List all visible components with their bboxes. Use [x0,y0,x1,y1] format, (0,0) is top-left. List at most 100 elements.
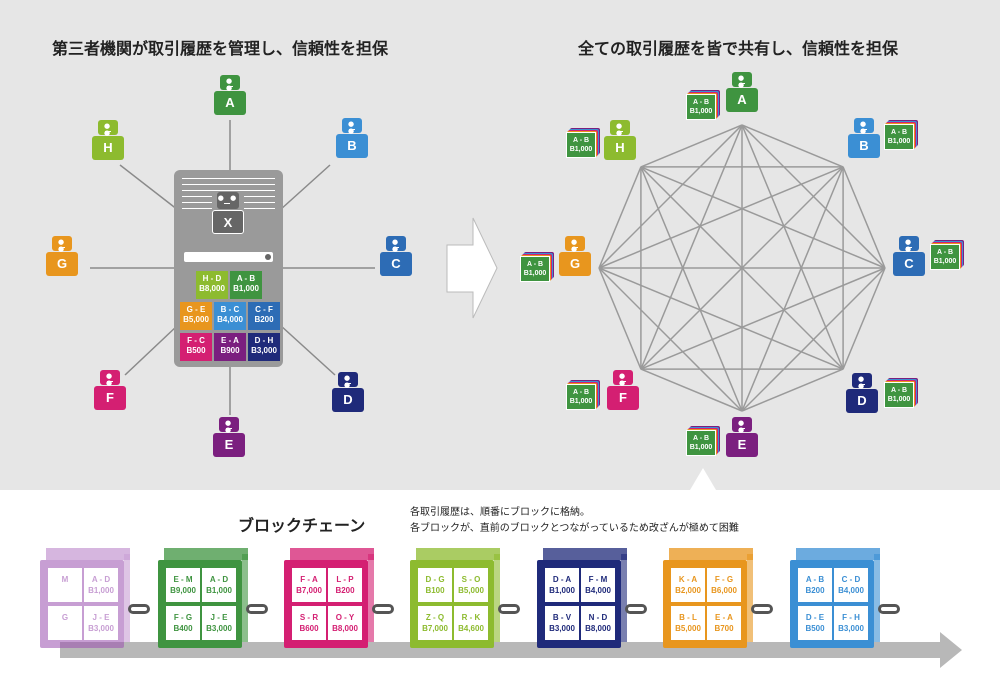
ledger-pair: A - B [572,389,590,396]
robot-g: ● ●G [46,236,78,276]
tx-amount: B1,000 [206,586,232,595]
robot-eyes: ● ● [224,419,234,434]
robot-label: H [92,136,124,160]
robot-mouth [226,428,232,429]
robot-b: ● ●B [848,118,880,158]
robot-label: F [607,386,639,410]
robot-mouth [739,83,745,84]
search-bar [184,252,273,262]
timeline-arrow [60,632,962,668]
robot-mouth [906,247,912,248]
chain-link-icon [246,604,268,614]
chain-link-icon [878,604,900,614]
block-top [164,548,248,560]
robot-a: ● ●A [214,75,246,115]
robot-label: A [726,88,758,112]
robot-x: ● ● X [212,192,244,234]
robot-head: ● ● [98,120,118,137]
tx-pair: G [61,613,69,622]
centralized-lines [90,120,498,415]
ledger-cell-amount: B1,000 [233,284,259,293]
robot-eyes: ● ● [347,120,357,135]
right-heading: 全ての取引履歴を皆で共有し、信頼性を担保 [578,39,899,58]
robot-head: ● ● [338,372,358,389]
robot-c: ● ●C [380,236,412,276]
tx-pair: B - V [552,613,572,622]
tx-pair: F - G [714,575,734,584]
block-top [290,548,374,560]
robot-mouth [105,131,111,132]
robot-head: ● ● [732,417,752,434]
ledger-pair: A - B [890,387,908,394]
tx-pair: A - D [91,575,111,584]
tx-pair: F - M [588,575,608,584]
tx-amount: B8,000 [585,624,611,633]
tx-amount: B600 [299,624,319,633]
block-side [124,554,130,642]
robot-f: ● ●F [94,370,126,410]
robot-head: ● ● [732,72,752,89]
robot-label: F [94,386,126,410]
tx-amount: B400 [173,624,193,633]
block-side [874,554,880,642]
robot-eyes: ● ● [105,372,115,387]
robot-eyes: ● ● [737,419,747,434]
tx-pair: F - A [300,575,318,584]
tx-pair: R - K [461,613,481,622]
tx-amount: B500 [805,624,825,633]
robot-label: C [380,252,412,276]
ledger-amount: B1,000 [887,138,911,145]
block-transaction: M [48,568,82,602]
tx-pair: D - A [552,575,572,584]
robot-head: ● ● [854,118,874,135]
robot-eyes: ● ● [343,374,353,389]
robot-label: A [214,91,246,115]
ledger-cell-amount: B900 [220,346,240,355]
tx-amount: B5,000 [458,586,484,595]
tx-amount: B4,000 [838,586,864,595]
robot-mouth [859,384,865,385]
chain-link-icon [625,604,647,614]
tx-pair: J - E [210,613,228,622]
ledger-cell-amount: B4,000 [217,315,243,324]
robot-head: ● ● [610,120,630,137]
robot-head: ● ● [52,236,72,253]
tx-pair: D - E [805,613,825,622]
tx-pair: K - A [678,575,698,584]
robot-h: ● ●H [604,120,636,160]
robot-d: ● ●D [332,372,364,412]
robot-eyes: ● ● [618,372,628,387]
tx-pair: A - B [805,575,825,584]
robot-e: ● ●E [213,417,245,457]
block-top [543,548,627,560]
robot-head: ● ● [899,236,919,253]
robot-label: D [332,388,364,412]
chain-link-icon [128,604,150,614]
comparison-panel [0,0,1000,490]
block-side [368,554,374,642]
tx-amount: B1,000 [88,586,114,595]
robot-mouth [349,129,355,130]
robot-d: ● ●D [846,373,878,413]
chain-link-icon [751,604,773,614]
tx-amount: B9,000 [170,586,196,595]
